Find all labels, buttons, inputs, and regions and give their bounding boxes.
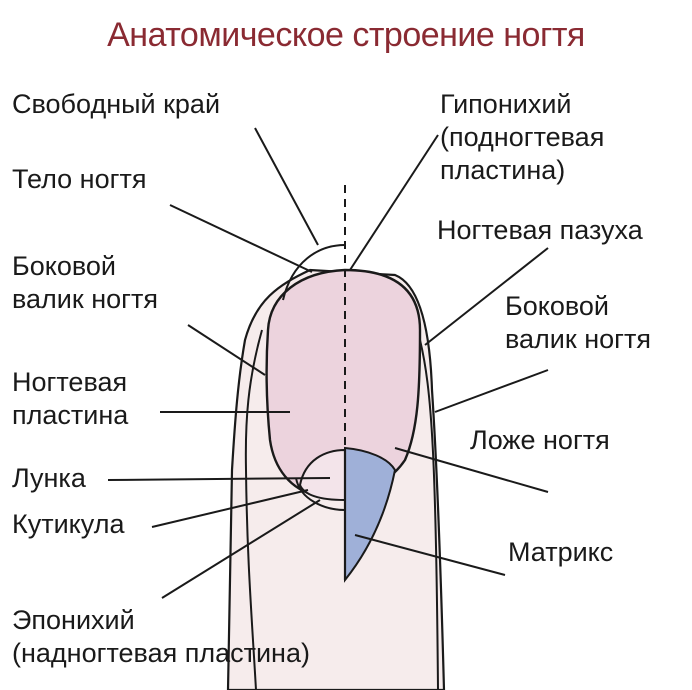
label-hyponychium: Гипонихий (подногтевая пластина) [440,89,605,185]
label-lateral-fold-right: Боковой валик ногтя [505,291,651,354]
leader-nail-bed [394,447,549,493]
leader-lateral-fold-right [434,369,549,413]
label-matrix: Матрикс [508,537,614,567]
leader-nail-body [169,204,313,273]
cuticle-curve [295,477,346,511]
label-nail-plate: Ногтевая пластина [12,367,129,430]
free-edge-curve [282,244,346,301]
lateral-fold-right-line [419,339,439,690]
leader-free-edge [254,127,319,246]
label-lateral-fold-left: Боковой валик ногтя [12,251,158,314]
label-eponychium: Эпонихий (надногтевая пластина) [12,605,310,668]
leader-matrix [354,534,506,576]
label-lunula: Лунка [12,463,86,493]
leader-eponychium [161,499,321,599]
leader-cuticle [151,489,309,528]
label-cuticle: Кутикула [12,509,125,539]
matrix-shape [344,446,397,583]
diagram-title: Анатомическое строение ногтя [107,16,585,54]
leader-nail-sinus [424,247,549,346]
leader-lines [107,127,549,599]
leader-hyponychium [349,134,439,271]
leader-lunula [107,477,331,481]
label-nail-body: Тело ногтя [12,164,147,194]
leader-lateral-fold-left [187,324,266,376]
label-free-edge: Свободный край [12,89,221,119]
label-nail-bed: Ложе ногтя [470,425,610,455]
label-nail-sinus: Ногтевая пазуха [437,215,643,245]
